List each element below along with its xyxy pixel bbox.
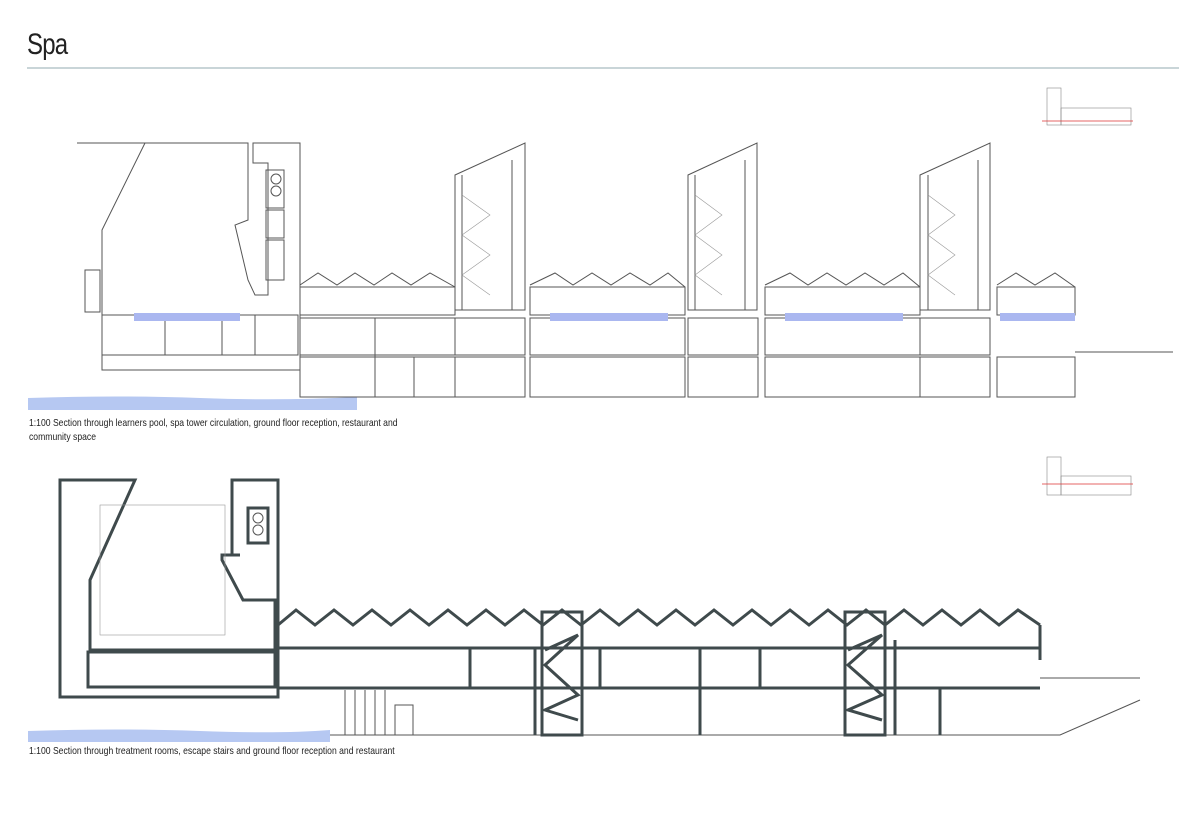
title-divider bbox=[27, 67, 1179, 69]
tower-2 bbox=[687, 142, 758, 311]
key-plan-2 bbox=[1042, 456, 1133, 496]
water bbox=[28, 729, 330, 742]
stair-core-2 bbox=[843, 610, 887, 737]
section-1-drawing bbox=[28, 87, 1173, 410]
section-2-caption: 1:100 Section through treatment rooms, e… bbox=[29, 745, 395, 757]
sawtooth-roof bbox=[277, 608, 1041, 627]
water bbox=[28, 396, 357, 410]
tower-3 bbox=[919, 142, 991, 311]
section-1-caption: 1:100 Section through learners pool, spa… bbox=[29, 417, 398, 443]
learners-pool bbox=[134, 313, 240, 321]
key-plan-1 bbox=[1042, 87, 1133, 126]
stair-core-1 bbox=[540, 610, 584, 737]
page-title: Spa bbox=[27, 28, 68, 61]
tower-1 bbox=[454, 142, 526, 311]
section-2-drawing bbox=[28, 456, 1141, 742]
